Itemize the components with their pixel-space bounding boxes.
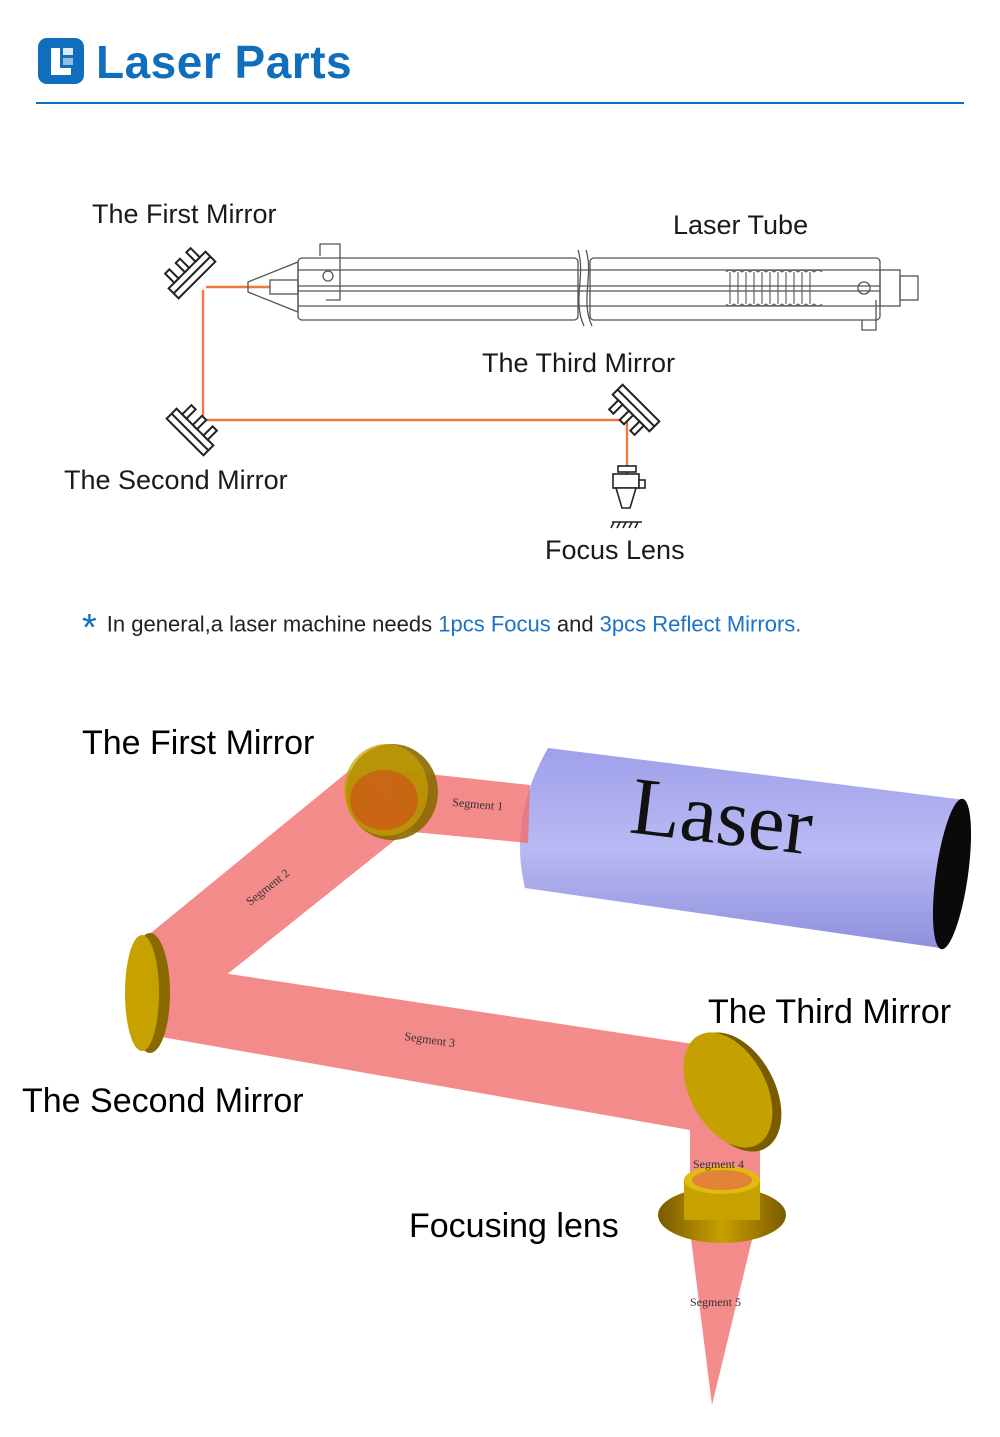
label-3d-focusing-lens: Focusing lens (409, 1207, 619, 1245)
laser-tube (247, 243, 919, 331)
top-schematic-diagram (163, 243, 919, 529)
asterisk-icon: * (82, 607, 97, 649)
beam-segment-5 (688, 1215, 758, 1405)
note-text: In general,a laser machine needs (106, 611, 439, 637)
label-focus-lens: Focus Lens (545, 535, 685, 565)
segment-1-label: Segment 1 (452, 795, 504, 813)
label-third-mirror: The Third Mirror (482, 348, 676, 378)
parts-note: * In general,a laser machine needs 1pcs F… (82, 604, 802, 649)
laser-body-text: Laser (626, 760, 818, 873)
tube-coil (725, 269, 823, 307)
label-3d-second-mirror: The Second Mirror (22, 1082, 304, 1120)
page-header: Laser Parts (36, 30, 964, 104)
third-mirror-3d (683, 1032, 782, 1152)
label-first-mirror: The First Mirror (92, 199, 277, 229)
label-second-mirror: The Second Mirror (64, 465, 288, 495)
first-mirror-3d (344, 744, 438, 840)
note-highlight-mirrors: 3pcs Reflect Mirrors. (599, 611, 802, 637)
segment-4-label: Segment 4 (693, 1157, 744, 1171)
beam-segment-2 (130, 770, 420, 1020)
header-divider (36, 102, 964, 104)
label-3d-third-mirror: The Third Mirror (708, 993, 952, 1031)
note-highlight-focus: 1pcs Focus (438, 611, 551, 637)
segment-5-label: Segment 5 (690, 1295, 741, 1309)
focus-lens-head-icon (610, 465, 646, 529)
second-mirror-mount-icon (165, 403, 219, 457)
label-3d-first-mirror: The First Mirror (82, 724, 315, 762)
first-mirror-mount-icon (163, 246, 217, 300)
beam-path (201, 285, 629, 478)
second-mirror-3d (125, 933, 170, 1053)
note-text-middle: and (550, 611, 600, 637)
label-laser-tube: Laser Tube (673, 210, 809, 240)
page-title: Laser Parts (96, 36, 353, 88)
laser-cylinder (519, 748, 972, 950)
beam-segment-3 (150, 962, 700, 1130)
beam-path-3d-diagram: Laser Segment 1 Segment 2 Segment 3 Segm… (125, 744, 972, 1405)
laser-brand-logo-icon (38, 38, 84, 84)
third-mirror-mount-icon (607, 383, 661, 437)
focusing-lens-3d (658, 1166, 786, 1243)
